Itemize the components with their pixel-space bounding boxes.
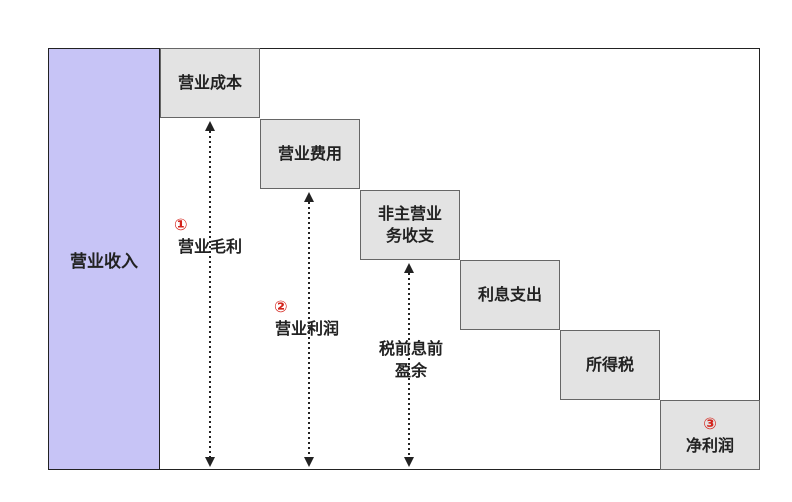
step-label: 净利润 [685,436,734,455]
gross-profit-number: ① [174,215,188,234]
step-income-tax: 所得税 [560,330,660,400]
revenue-block: 营业收入 [48,48,160,470]
gross-profit-label: 营业毛利 [177,237,242,256]
net-profit-number: ③ [703,414,717,433]
step-label: 利息支出 [477,285,542,304]
step-non-operating: 非主营业 务收支 [360,190,460,260]
operating-profit-number: ② [274,297,288,316]
step-label: 营业费用 [277,144,342,163]
operating-profit-label: 营业利润 [274,319,339,338]
step-interest-expense: 利息支出 [460,260,560,330]
revenue-label: 营业收入 [70,251,138,272]
step-net-profit: ③ 净利润 [660,400,760,470]
step-operating-expense: 营业费用 [260,119,360,189]
step-label: 营业成本 [177,73,242,92]
ebit-label: 税前息前 盈余 [378,339,443,380]
ebit-annotation: 税前息前 盈余 [366,316,456,382]
operating-profit-annotation: ② 营业利润 [262,296,352,340]
step-label: 所得税 [585,355,634,374]
step-operating-cost: 营业成本 [160,48,260,118]
step-label: 非主营业 务收支 [377,204,442,245]
gross-profit-annotation: ① 营业毛利 [168,214,252,258]
